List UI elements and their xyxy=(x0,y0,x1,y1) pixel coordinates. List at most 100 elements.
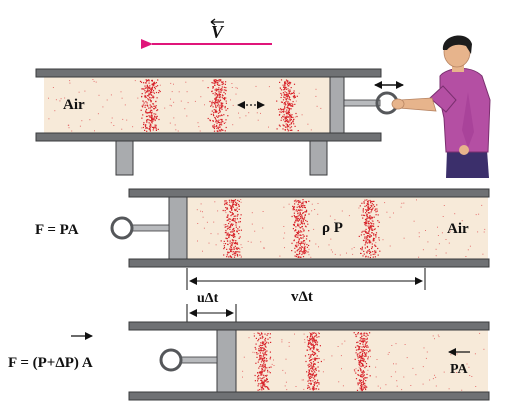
pulse-dot xyxy=(368,220,370,222)
pulse-dot xyxy=(316,358,318,360)
pulse-dot xyxy=(226,216,228,218)
pulse-dot xyxy=(223,240,225,242)
background-dot xyxy=(314,209,316,210)
pulse-dot xyxy=(152,129,154,131)
pulse-dot xyxy=(260,355,262,357)
pulse-dot xyxy=(151,83,153,85)
pulse-dot xyxy=(225,202,227,204)
pulse-dot xyxy=(363,332,365,334)
pulse-dot xyxy=(365,342,367,344)
pulse-dot xyxy=(211,101,213,103)
pulse-dot xyxy=(222,98,224,100)
pulse-dot xyxy=(226,254,228,256)
pulse-dot xyxy=(366,199,368,201)
pulse-dot xyxy=(360,362,362,365)
pulse-dot xyxy=(362,352,364,354)
pulse-dot xyxy=(303,223,305,225)
background-dot xyxy=(315,95,317,97)
pulse-dot xyxy=(214,79,216,81)
pulse-dot xyxy=(305,360,307,363)
pulse-dot xyxy=(257,376,259,378)
pulse-dot xyxy=(284,91,286,93)
background-dot xyxy=(113,125,115,126)
pulse-dot xyxy=(313,369,315,371)
pulse-dot xyxy=(215,106,217,109)
pulse-dot xyxy=(283,119,285,121)
pulse-dot xyxy=(295,199,297,201)
pulse-dot xyxy=(362,349,364,351)
pulse-dot xyxy=(372,225,374,227)
background-dot xyxy=(323,359,325,361)
pulse-dot xyxy=(366,344,368,347)
background-dot xyxy=(197,223,199,224)
pulse-dot xyxy=(231,244,233,246)
pulse-dot xyxy=(221,88,223,90)
pulse-dot xyxy=(234,236,236,238)
background-dot xyxy=(395,371,397,373)
background-dot xyxy=(159,84,161,86)
pulse-dot xyxy=(215,119,217,121)
pulse-dot xyxy=(366,377,368,379)
pulse-dot xyxy=(149,115,151,117)
pulse-dot xyxy=(229,246,232,248)
pulse-dot xyxy=(358,362,360,364)
pulse-dot xyxy=(215,88,217,90)
pulse-dot xyxy=(264,351,266,354)
pulse-dot xyxy=(224,105,226,108)
pulse-dot xyxy=(153,96,155,98)
background-dot xyxy=(231,83,233,84)
pulse-dot xyxy=(373,200,375,202)
pulse-dot xyxy=(217,126,219,128)
pulse-dot xyxy=(210,105,212,107)
pulse-dot xyxy=(228,256,230,258)
background-dot xyxy=(456,353,458,355)
pulse-dot xyxy=(364,236,366,238)
background-dot xyxy=(461,389,463,391)
pulse-dot xyxy=(311,370,313,372)
pulse-dot xyxy=(227,240,229,242)
pulse-dot xyxy=(300,249,302,251)
pulse-dot xyxy=(235,226,237,228)
pulse-dot xyxy=(228,218,230,220)
pulse-dot xyxy=(316,336,318,338)
pulse-dot xyxy=(313,384,315,386)
pulse-dot xyxy=(158,92,160,94)
background-dot xyxy=(210,233,212,235)
middle-pipe-bottom-wall xyxy=(128,258,490,268)
pulse-dot xyxy=(362,208,364,210)
background-dot xyxy=(308,254,310,256)
background-dot xyxy=(337,346,339,347)
pulse-dot xyxy=(302,241,304,243)
pulse-dot xyxy=(289,83,291,85)
pulse-dot xyxy=(222,105,224,107)
pulse-dot xyxy=(312,361,315,363)
pulse-dot xyxy=(371,222,373,225)
top-panel: V Air xyxy=(35,18,491,178)
pulse-dot xyxy=(359,205,361,207)
pulse-dot xyxy=(236,247,238,249)
pulse-dot xyxy=(307,375,309,377)
pulse-dot xyxy=(209,100,211,103)
background-dot xyxy=(120,91,122,93)
pulse-dot xyxy=(309,373,311,375)
pulse-dot xyxy=(363,359,365,361)
pulse-dot xyxy=(376,208,378,210)
pulse-dot xyxy=(145,110,147,112)
background-dot xyxy=(242,370,244,372)
pulse-dot xyxy=(311,388,313,390)
pulse-dot xyxy=(261,341,264,343)
pulse-dot xyxy=(367,222,369,225)
pulse-dot xyxy=(284,81,286,83)
pulse-dot xyxy=(313,347,315,349)
pulse-dot xyxy=(309,336,312,338)
pulse-dot xyxy=(287,96,289,98)
background-dot xyxy=(48,97,49,99)
pulse-dot xyxy=(259,377,261,379)
pulse-dot xyxy=(307,364,309,366)
pulse-dot xyxy=(313,386,315,388)
background-dot xyxy=(429,379,431,381)
pulse-dot xyxy=(223,91,225,93)
pulse-dot xyxy=(159,90,161,93)
pulse-dot xyxy=(307,251,309,253)
pulse-dot xyxy=(221,124,223,126)
